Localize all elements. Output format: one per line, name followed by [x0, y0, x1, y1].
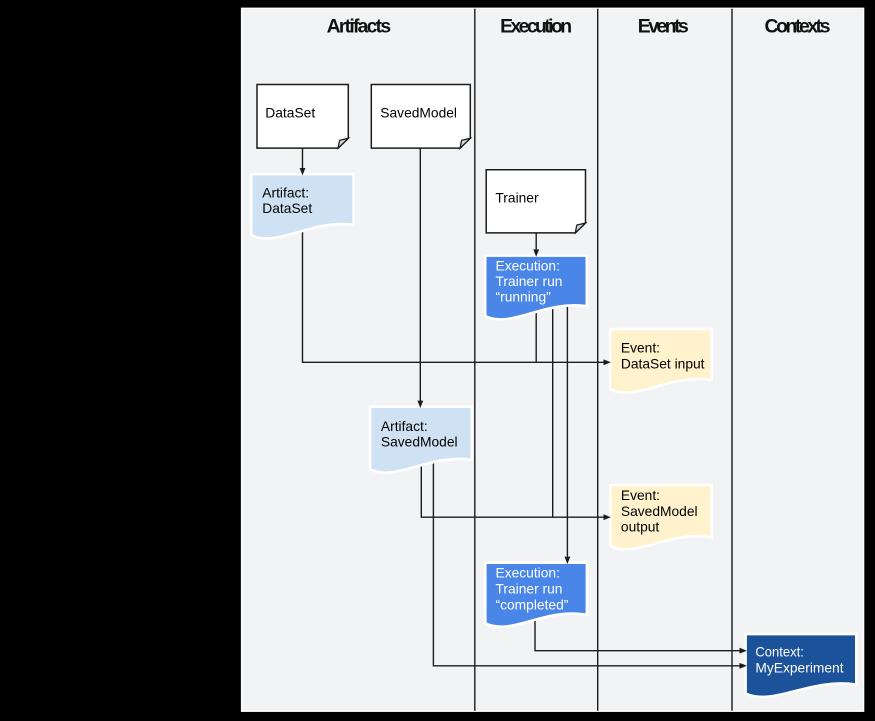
svg-text:SavedModel: SavedModel — [381, 435, 458, 450]
svg-text:output: output — [621, 520, 660, 535]
svg-text:Event:: Event: — [621, 488, 660, 503]
svg-text:SavedModel: SavedModel — [621, 504, 698, 519]
svg-text:DataSet: DataSet — [265, 105, 315, 120]
svg-text:Events: Events — [638, 16, 689, 38]
svg-text:Event:: Event: — [621, 341, 660, 356]
svg-text:Execution: Execution — [500, 16, 572, 38]
svg-text:Artifacts: Artifacts — [327, 16, 392, 38]
svg-text:Artifact:: Artifact: — [262, 186, 309, 201]
svg-text:DataSet: DataSet — [262, 201, 312, 216]
svg-text:Trainer run: Trainer run — [496, 581, 563, 596]
svg-text:DataSet input: DataSet input — [621, 356, 705, 371]
svg-text:“running”: “running” — [496, 290, 552, 305]
svg-text:Contexts: Contexts — [765, 16, 831, 38]
svg-text:SavedModel: SavedModel — [380, 105, 457, 120]
svg-text:Context:: Context: — [755, 644, 804, 659]
svg-text:“completed”: “completed” — [496, 598, 569, 613]
svg-text:Execution:: Execution: — [496, 565, 560, 580]
svg-text:Artifact:: Artifact: — [381, 419, 428, 434]
svg-text:Trainer run: Trainer run — [496, 274, 563, 289]
svg-text:Execution:: Execution: — [496, 259, 560, 274]
svg-text:Trainer: Trainer — [495, 191, 539, 206]
svg-text:MyExperiment: MyExperiment — [755, 661, 843, 676]
